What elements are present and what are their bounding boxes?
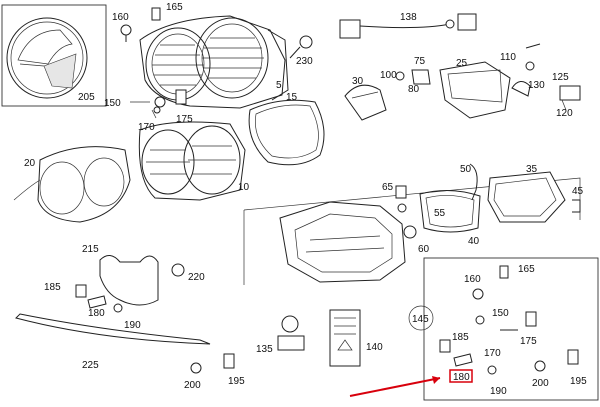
callout-138: 138: [400, 12, 417, 23]
callout-160a: 160: [112, 12, 129, 23]
callout-100: 100: [380, 70, 397, 81]
callout-200b: 200: [532, 378, 549, 389]
inset-box-205: [1, 4, 107, 107]
callout-60: 60: [418, 244, 430, 255]
cable-50: [469, 163, 478, 201]
bulbs-110-130: [511, 43, 581, 111]
callout-230: 230: [296, 56, 313, 67]
callout-175b: 175: [520, 336, 537, 347]
callout-170b: 170: [484, 348, 501, 359]
callout-150b: 150: [492, 308, 509, 319]
reflector-30: [344, 84, 387, 121]
callout-20: 20: [24, 158, 36, 169]
callout-15: 15: [286, 92, 298, 103]
fasteners-left: [75, 284, 123, 313]
callout-25: 25: [456, 58, 468, 69]
callout-160b: 160: [464, 274, 481, 285]
callout-220: 220: [188, 272, 205, 283]
callout-175a: 175: [176, 114, 193, 125]
lower-housing: [279, 201, 406, 283]
callout-35: 35: [526, 164, 538, 175]
callout-195a: 195: [228, 376, 245, 387]
screw-160-top: [120, 7, 161, 42]
callout-165a: 165: [166, 2, 183, 13]
callout-130: 130: [528, 80, 545, 91]
callout-65: 65: [382, 182, 394, 193]
callout-145: 145: [412, 314, 429, 325]
housing-25: [439, 61, 511, 119]
callout-170a: 170: [138, 122, 155, 133]
callout-180b: 180: [453, 372, 470, 383]
callout-125: 125: [552, 72, 569, 83]
gasket-55: [419, 190, 481, 233]
callout-labels: 160 165 205 150 170 175 5 230 138 75 100…: [24, 2, 587, 397]
callout-120: 120: [556, 108, 573, 119]
inset-box-145: [423, 257, 599, 401]
bracket-215: [99, 255, 185, 306]
headlamp-assembly-top: [139, 15, 289, 109]
callout-215: 215: [82, 244, 99, 255]
callout-150a: 150: [104, 98, 121, 109]
callout-145-circle: [408, 305, 434, 331]
callout-45: 45: [572, 186, 584, 197]
bulb-75-80: [395, 69, 431, 85]
callout-195b: 195: [570, 376, 587, 387]
callout-40: 40: [468, 236, 480, 247]
callout-190a: 190: [124, 320, 141, 331]
callout-30: 30: [352, 76, 364, 87]
callout-135: 135: [256, 344, 273, 355]
screw-45: [572, 199, 581, 213]
callout-5: 5: [276, 80, 282, 91]
callout-190b: 190: [490, 386, 507, 397]
callout-200a: 200: [184, 380, 201, 391]
tool-230: [289, 35, 313, 59]
callout-10: 10: [238, 182, 250, 193]
callout-185b: 185: [452, 332, 469, 343]
housing-35: [487, 171, 566, 223]
connector-60: [403, 225, 417, 239]
lamp-unit-10: [138, 121, 246, 201]
callout-55: 55: [434, 208, 446, 219]
highlight-180: [349, 369, 473, 397]
callout-140: 140: [366, 342, 383, 353]
small-parts-150-175: [130, 89, 187, 119]
trim-ring-20: [13, 146, 131, 223]
callout-225: 225: [82, 360, 99, 371]
callout-50: 50: [460, 164, 472, 175]
callout-165b: 165: [518, 264, 535, 275]
clip-65: [395, 185, 407, 213]
callout-205: 205: [78, 92, 95, 103]
callout-185a: 185: [44, 282, 61, 293]
parts-135-140: [277, 309, 361, 367]
callout-180a: 180: [88, 308, 105, 319]
trim-strip-225: [15, 313, 211, 345]
callout-110: 110: [500, 52, 516, 63]
callout-75: 75: [414, 56, 426, 67]
gasket-15: [248, 99, 325, 166]
callout-80: 80: [408, 84, 420, 95]
wiring-138: [339, 13, 477, 39]
fasteners-bottom: [190, 353, 235, 374]
